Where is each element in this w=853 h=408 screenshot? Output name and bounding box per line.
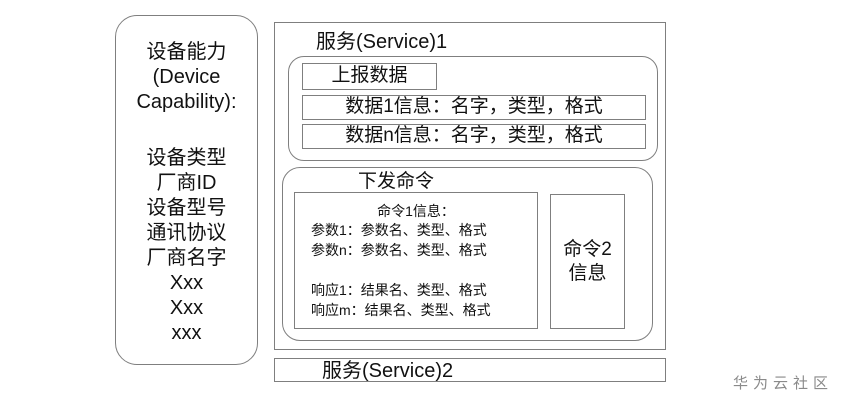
property-row: 数据1信息：名字，类型，格式	[302, 95, 646, 120]
properties-group	[288, 56, 658, 161]
watermark-text: 华为云社区	[733, 375, 834, 392]
device-capability-item: Xxx	[169, 272, 204, 294]
device-capability-title-line: (Device	[152, 66, 221, 88]
device-capability-item: 厂商名字	[146, 247, 227, 269]
device-capability-item: 设备类型	[146, 147, 227, 169]
device-capability-item: 厂商ID	[156, 172, 217, 194]
properties-title: 上报数据	[302, 63, 437, 90]
device-capability-box: 设备能力 (Device Capability): 设备类型 厂商ID 设备型号…	[115, 15, 258, 365]
device-capability-title-line: Capability):	[136, 91, 237, 113]
commands-group	[282, 167, 653, 341]
service1-title: 服务(Service)1	[316, 31, 448, 53]
command1-box: 命令1信息： 参数1：参数名、类型、格式 参数n：参数名、类型、格式 响应1：结…	[294, 192, 538, 329]
device-capability-item: Xxx	[169, 297, 204, 319]
command2-label-line: 信息	[568, 262, 607, 284]
device-capability-item: xxx	[171, 322, 202, 344]
service1-box	[274, 22, 666, 350]
command1-title: 命令1信息：	[377, 203, 455, 219]
command1-param: 参数1：参数名、类型、格式	[311, 222, 487, 238]
device-capability-title-line: 设备能力	[146, 41, 227, 63]
commands-title: 下发命令	[358, 171, 435, 192]
command1-param: 参数n：参数名、类型、格式	[311, 242, 487, 258]
service2-title: 服务(Service)2	[322, 360, 454, 382]
device-capability-title: 设备能力 (Device Capability):	[116, 40, 257, 115]
device-capability-list: 设备类型 厂商ID 设备型号 通讯协议 厂商名字 Xxx Xxx xxx	[116, 146, 257, 346]
device-capability-item: 通讯协议	[146, 222, 227, 244]
device-capability-item: 设备型号	[146, 197, 227, 219]
command1-response: 响应1：结果名、类型、格式	[311, 282, 487, 298]
service2-box: 服务(Service)2	[274, 358, 666, 382]
command1-response: 响应m：结果名、类型、格式	[311, 302, 491, 318]
command2-label-line: 命令2	[563, 238, 612, 260]
property-row: 数据n信息：名字，类型，格式	[302, 124, 646, 149]
command2-box: 命令2 信息	[550, 194, 625, 329]
